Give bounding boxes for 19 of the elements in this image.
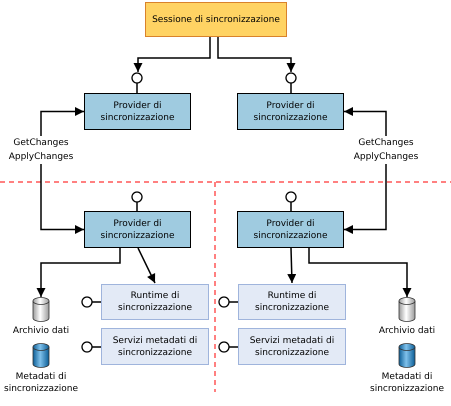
storage-label: Metadati di sincronizzazione: [369, 371, 445, 395]
provider-box: Provider di sincronizzazione: [237, 211, 344, 248]
storage-label: Archivio dati: [12, 325, 70, 337]
provider-box: Provider di sincronizzazione: [84, 93, 191, 130]
storage-label: Metadati di sincronizzazione: [3, 371, 79, 395]
arrow: [287, 248, 296, 284]
arrow: [308, 248, 412, 297]
service-box: Servizi metadati di sincronizzazione: [101, 328, 209, 365]
service-box: Servizi metadati di sincronizzazione: [238, 328, 346, 365]
arrow: [134, 37, 211, 72]
provider-box: Provider di sincronizzazione: [84, 211, 191, 248]
arrow: [217, 37, 296, 72]
session-box: Sessione di sincronizzazione: [145, 2, 287, 37]
provider-box: Provider di sincronizzazione: [237, 93, 344, 130]
storage-label: Archivio dati: [378, 325, 436, 337]
arrow: [36, 248, 121, 297]
service-box: Runtime di sincronizzazione: [238, 284, 346, 320]
service-box: Runtime di sincronizzazione: [101, 284, 209, 320]
arrow: [137, 248, 156, 284]
